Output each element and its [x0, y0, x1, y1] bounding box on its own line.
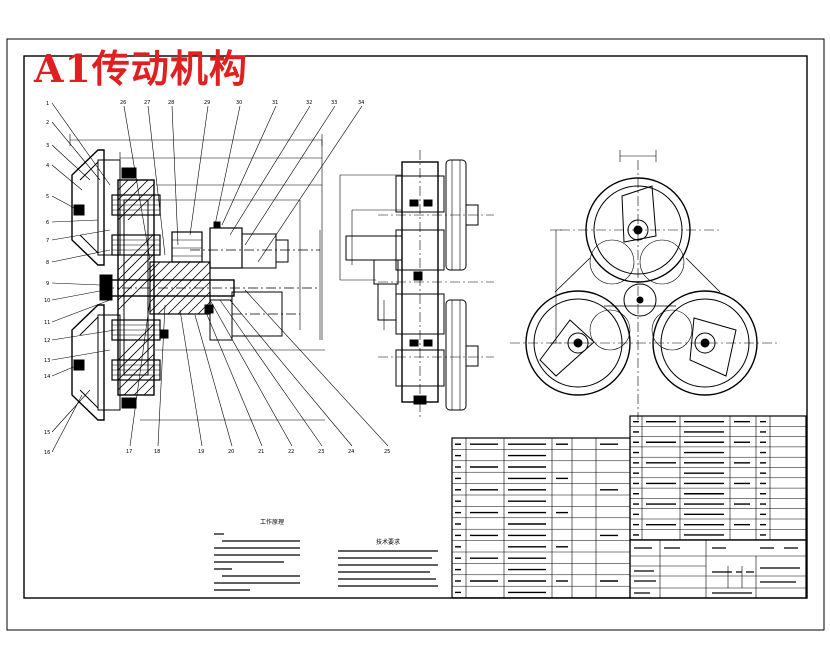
callout-25: 25 — [384, 449, 390, 455]
leaders-top — [123, 105, 363, 263]
callout-17: 17 — [126, 449, 132, 455]
callout-4: 4 — [46, 163, 49, 169]
callout-13: 13 — [44, 358, 50, 364]
side-view — [339, 150, 494, 420]
callout-32: 32 — [306, 100, 312, 106]
callout-21: 21 — [258, 449, 264, 455]
drawing-title: A1传动机构 — [34, 46, 248, 91]
callout-10: 10 — [44, 298, 50, 304]
callout-6: 6 — [46, 220, 49, 226]
callout-23: 23 — [318, 449, 324, 455]
callout-33: 33 — [331, 100, 337, 106]
callout-5: 5 — [46, 194, 49, 200]
callout-8: 8 — [46, 260, 49, 266]
callout-19: 19 — [198, 449, 204, 455]
callout-27: 27 — [144, 100, 150, 106]
callout-34: 34 — [358, 100, 364, 106]
notes-block: 工作原理 技术要求 — [214, 518, 438, 591]
callout-24: 24 — [348, 449, 354, 455]
inner-frame — [23, 55, 808, 599]
leaders-bottom — [129, 289, 389, 447]
callout-20: 20 — [228, 449, 234, 455]
callout-16: 16 — [44, 450, 50, 456]
callout-1: 1 — [46, 101, 49, 107]
section-view — [69, 134, 325, 421]
notes-text-lines — [214, 533, 438, 591]
callout-30: 30 — [236, 100, 242, 106]
leaders-left — [51, 102, 116, 453]
callout-28: 28 — [168, 100, 174, 106]
callout-18: 18 — [154, 449, 160, 455]
tech-requirements-title: 技术要求 — [376, 538, 400, 546]
callout-9: 9 — [46, 281, 49, 287]
work-principle-title: 工作原理 — [260, 518, 284, 526]
parts-list-right — [629, 415, 807, 541]
callout-29: 29 — [204, 100, 210, 106]
parts-list-left — [451, 437, 631, 599]
callout-15: 15 — [44, 430, 50, 436]
outer-frame — [6, 38, 825, 631]
end-view — [510, 150, 780, 420]
callout-31: 31 — [272, 100, 278, 106]
callout-labels: 1 2 3 4 5 6 7 8 9 10 11 12 13 14 15 16 2… — [44, 100, 390, 456]
title-block — [629, 539, 807, 599]
callout-11: 11 — [44, 320, 50, 326]
callout-14: 14 — [44, 374, 50, 380]
callout-26: 26 — [120, 100, 126, 106]
callout-2: 2 — [46, 120, 49, 126]
callout-12: 12 — [44, 338, 50, 344]
callout-3: 3 — [46, 143, 49, 149]
callout-7: 7 — [46, 238, 49, 244]
callout-22: 22 — [288, 449, 294, 455]
